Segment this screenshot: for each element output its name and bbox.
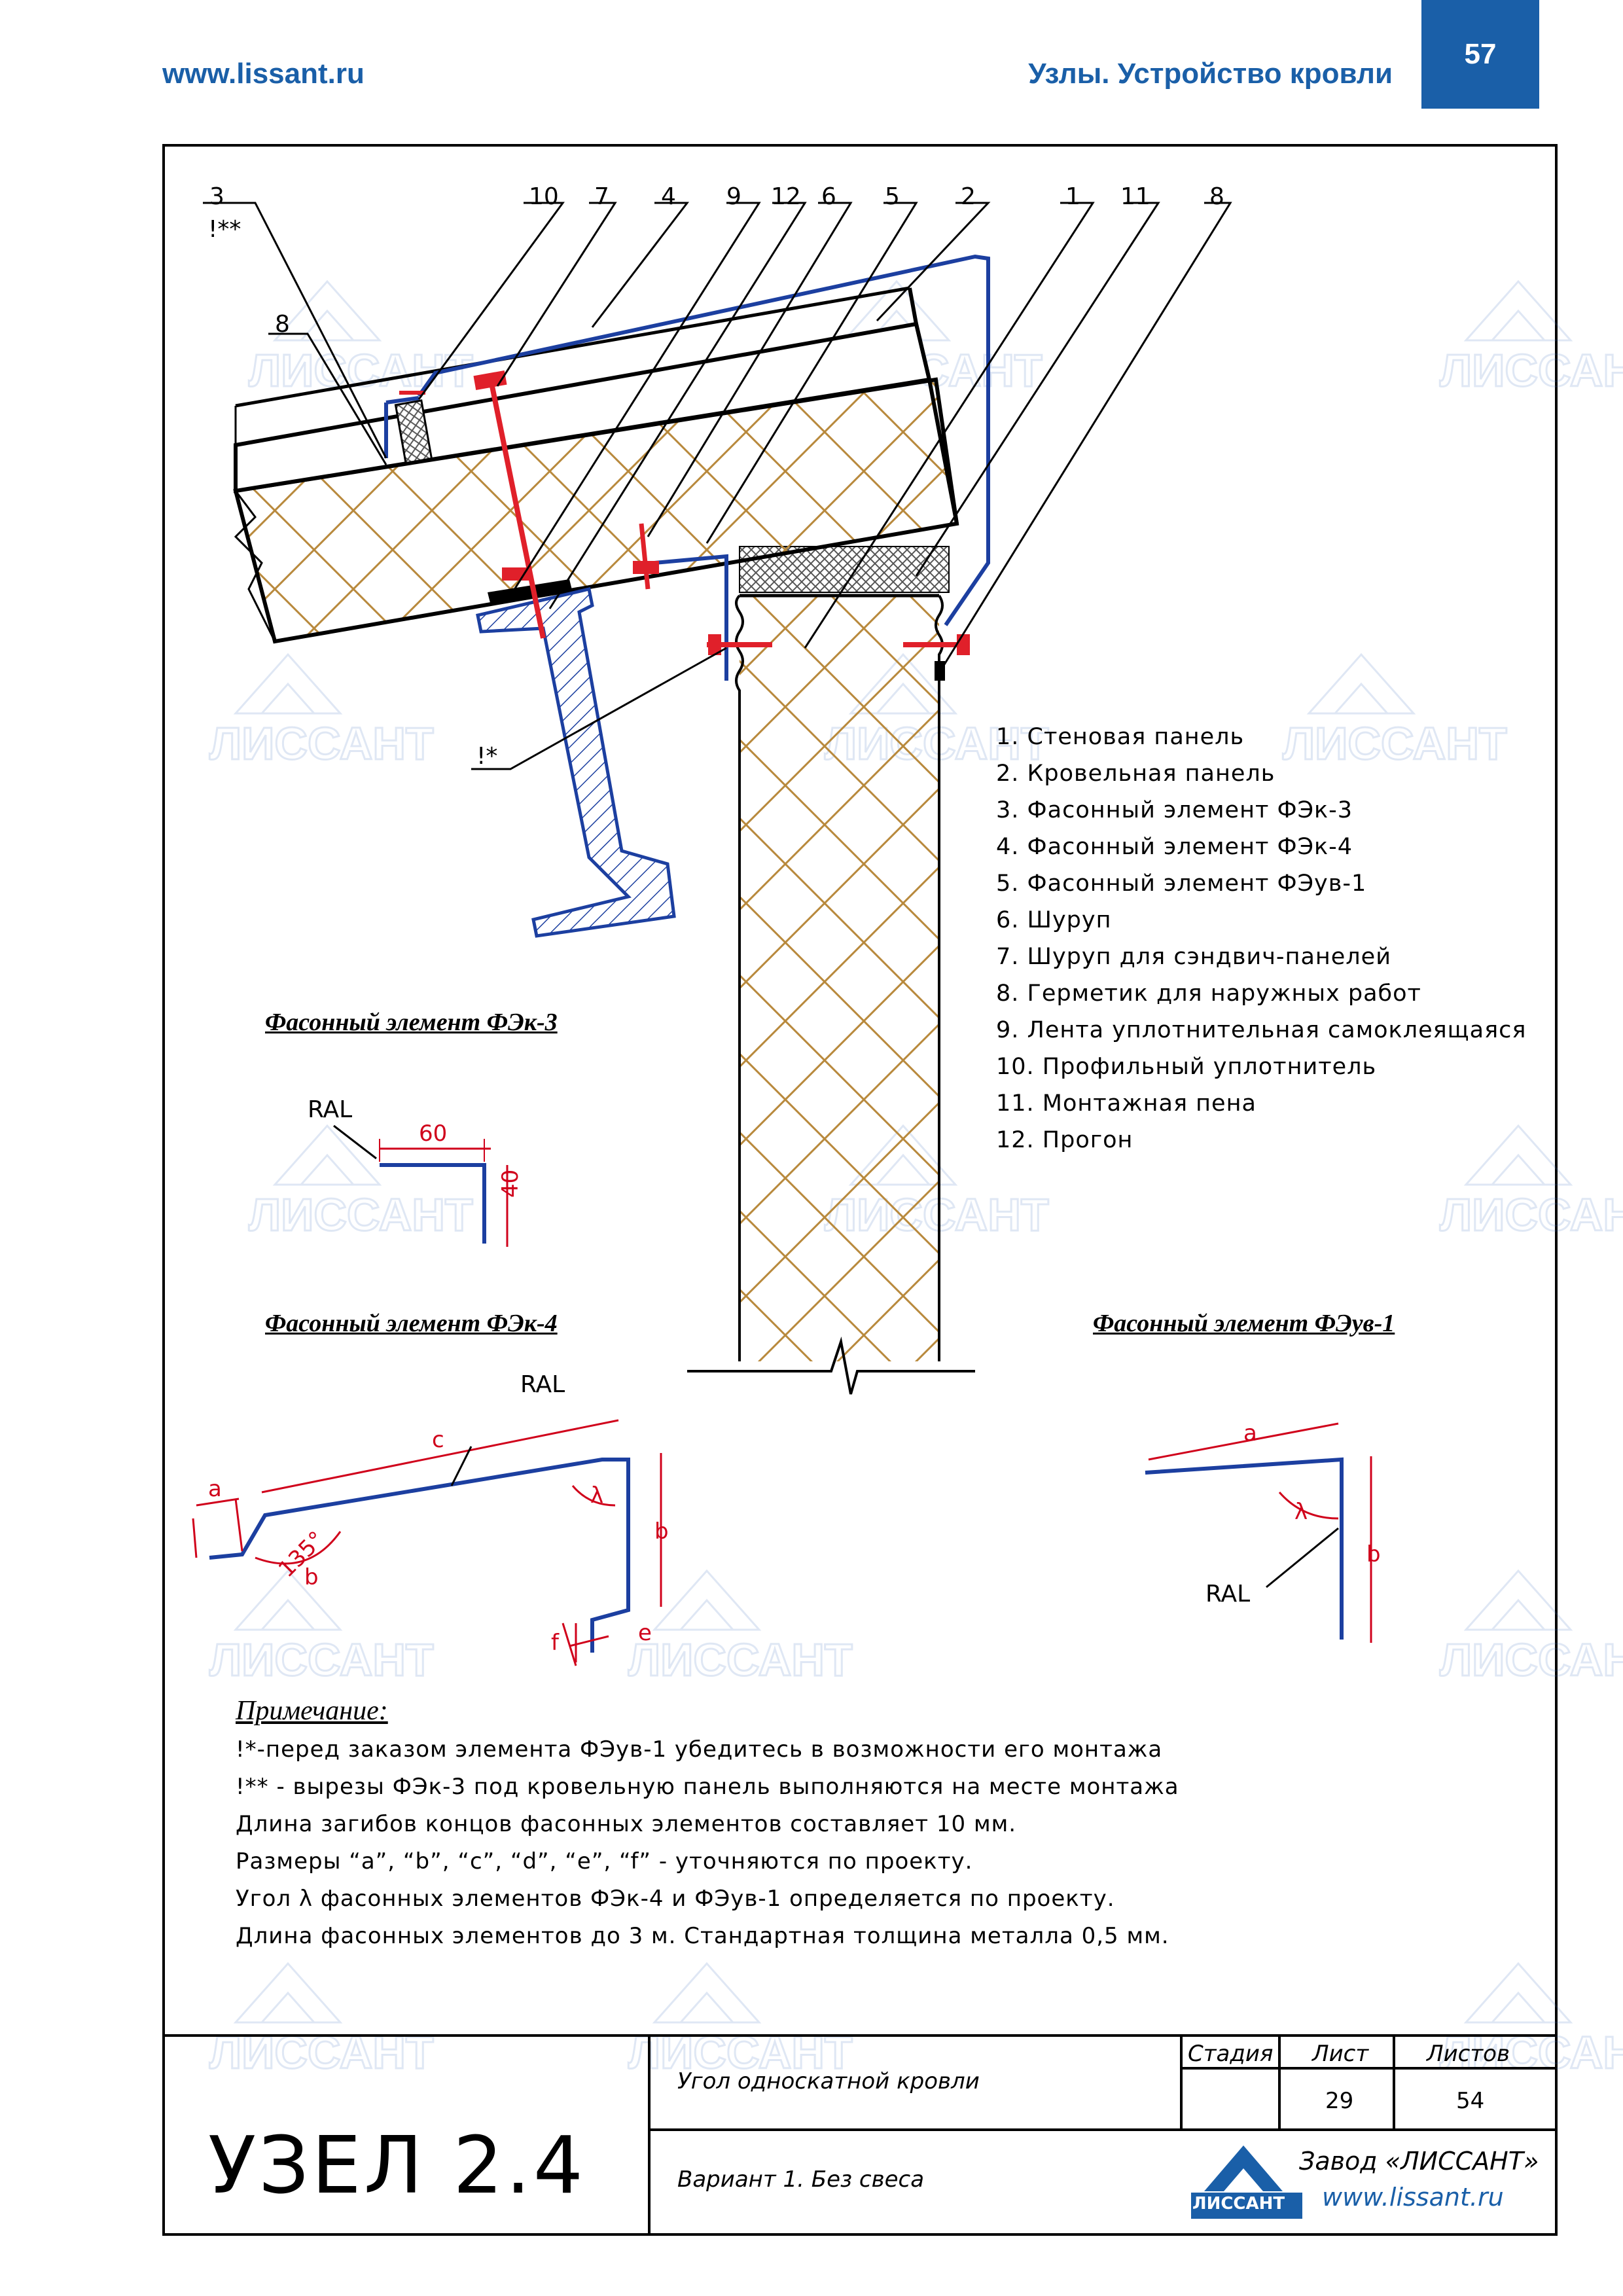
callout-star: !* [476,743,498,770]
callout-8-left: 8 [275,311,290,338]
sealant-8 [935,661,945,681]
sheets-total: 54 [1456,2088,1485,2114]
callout-10: 10 [529,183,559,210]
callout-1: 1 [1065,183,1080,210]
legend-item: 7. Шуруп для сэндвич-панелей [996,944,1391,970]
header-url[interactable]: www.lissant.ru [162,58,365,90]
svg-text:ЛИССАНТ: ЛИССАНТ [1440,345,1623,396]
frame [162,144,1558,2236]
callout-7: 7 [594,183,609,210]
callout-9: 9 [726,183,741,210]
svg-text:ЛИССАНТ: ЛИССАНТ [209,1634,434,1685]
detail-fek3 [333,1124,508,1247]
note-line: Длина загибов концов фасонных элементов … [236,1811,1017,1837]
callout-2: 2 [961,183,976,210]
fek4-dim-b: b [304,1564,319,1590]
callout-4: 4 [661,183,676,210]
caption-fek3: Фасонный элемент ФЭк-3 [265,1009,558,1036]
fek3-ral: RAL [308,1096,353,1123]
legend-item: 3. Фасонный элемент ФЭк-3 [996,797,1353,823]
callout-8-top: 8 [1209,183,1224,210]
logo-text: ЛИССАНТ [1192,2194,1285,2214]
notes-list: !*-перед заказом элемента ФЭув-1 убедите… [236,1731,1179,1955]
drawing-name-2: Вариант 1. Без свеса [677,2166,925,2193]
callout-12: 12 [771,183,801,210]
svg-text:ЛИССАНТ: ЛИССАНТ [1283,718,1507,769]
caption-fek4: Фасонный элемент ФЭк-4 [265,1310,558,1337]
callout-11: 11 [1120,183,1150,210]
legend: 1. Стеновая панель 2. Кровельная панель … [996,719,1526,1158]
company-url[interactable]: www.lissant.ru [1322,2183,1504,2212]
svg-text:ЛИССАНТ: ЛИССАНТ [1440,1189,1623,1240]
caption-feuv1: Фасонный элемент ФЭув-1 [1093,1310,1395,1337]
sealing-tape [488,579,573,605]
note-line: Угол λ фасонных элементов ФЭк-4 и ФЭув-1… [236,1886,1115,1912]
flashing-fek3 [384,396,419,458]
note-line: Длина фасонных элементов до 3 м. Стандар… [236,1923,1169,1949]
feuv1-dim-a: a [1243,1420,1257,1446]
fek4-dim-e: e [638,1620,652,1646]
legend-item: 8. Герметик для наружных работ [996,980,1421,1007]
fek3-dim-40: 40 [497,1169,524,1198]
note-line: Размеры “a”, “b”, “c”, “d”, “e”, “f” - у… [236,1848,973,1874]
note-line: !*-перед заказом элемента ФЭув-1 убедите… [236,1736,1163,1763]
flashing-fek4 [417,254,990,626]
company-logo [1191,2145,1302,2219]
notes-heading: Примечание: [236,1696,388,1726]
svg-text:ЛИССАНТ: ЛИССАНТ [209,718,434,769]
fek4-dim-f: f [551,1630,559,1656]
fek4-dim-d: b [654,1518,669,1545]
legend-item: 11. Монтажная пена [996,1090,1257,1117]
legend-item: 10. Профильный уплотнитель [996,1054,1377,1080]
legend-item: 9. Лента уплотнительная самоклеящаяся [996,1017,1527,1043]
feuv1-dim-b: b [1366,1541,1381,1568]
fek4-dim-c: c [432,1427,444,1453]
callout-3: 3 [209,183,224,210]
feuv1-ral: RAL [1205,1581,1251,1607]
legend-item: 4. Фасонный элемент ФЭк-4 [996,834,1353,860]
legend-item: 1. Стеновая панель [996,724,1245,750]
fek4-ral: RAL [520,1371,565,1398]
feuv1-lambda: λ [1294,1499,1308,1525]
svg-text:ЛИССАНТ: ЛИССАНТ [1440,1634,1623,1685]
stage-label: Стадия [1188,2041,1274,2067]
callout-6: 6 [821,183,836,210]
legend-item: 12. Прогон [996,1127,1133,1153]
svg-text:ЛИССАНТ: ЛИССАНТ [249,1189,473,1240]
detail-feuv1 [1145,1422,1372,1643]
callout-5: 5 [885,183,900,210]
fek3-dim-60: 60 [419,1121,448,1147]
sheets-label: Листов [1427,2041,1510,2067]
title-block-lines [164,2034,1556,2234]
svg-text:ЛИССАНТ: ЛИССАНТ [628,1634,853,1685]
wall-panel [687,594,975,1395]
fek4-dim-a: a [208,1476,222,1502]
header-title: Узлы. Устройство кровли [1028,58,1393,90]
purlin [476,586,676,938]
page-number: 57 [1421,0,1539,109]
callout-leaders [203,202,1232,770]
legend-item: 5. Фасонный элемент ФЭув-1 [996,870,1367,897]
node-title: УЗЕЛ 2.4 [208,2121,586,2212]
company-name: Завод «ЛИССАНТ» [1299,2147,1539,2176]
legend-item: 6. Шуруп [996,907,1112,933]
profile-sealant [394,399,433,465]
drawing-name-1: Угол односкатной кровли [677,2068,980,2094]
callout-double-star: !** [208,216,241,243]
fek4-lambda: λ [590,1482,604,1509]
detail-fek4 [192,1419,662,1666]
sheet-label: Лист [1312,2041,1369,2067]
legend-item: 2. Кровельная панель [996,761,1275,787]
flashing-feuv1 [654,554,728,681]
note-line: !** - вырезы ФЭк-3 под кровельную панель… [236,1774,1179,1800]
sheet-number: 29 [1325,2088,1354,2114]
